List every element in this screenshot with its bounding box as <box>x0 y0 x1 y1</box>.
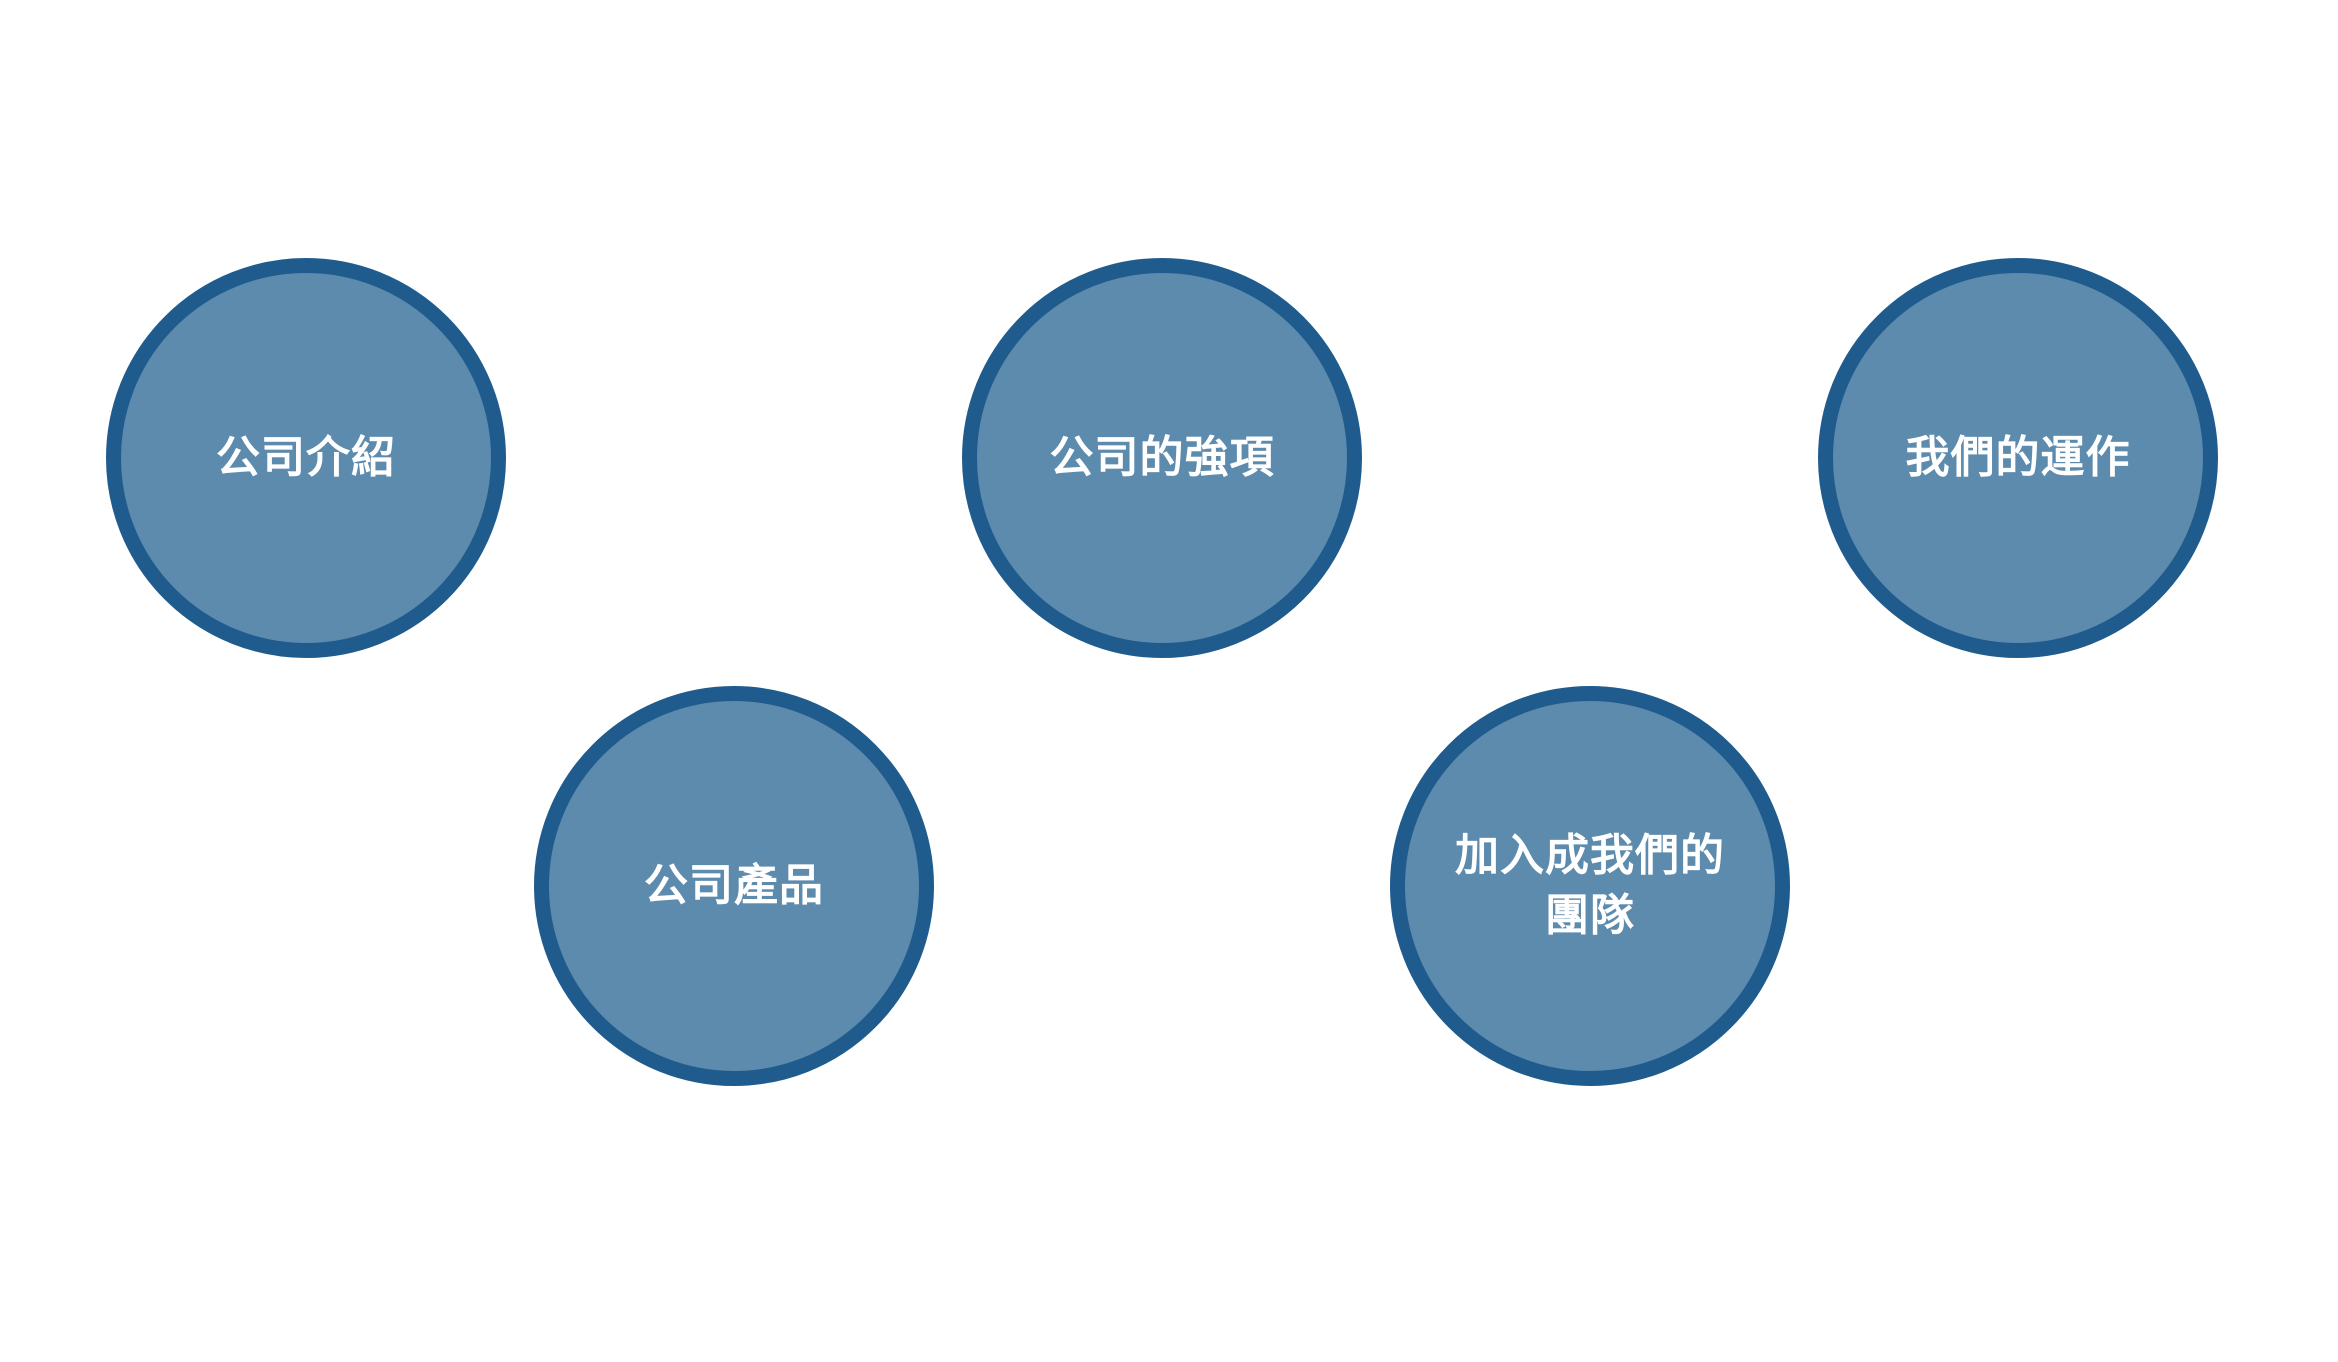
node-label: 公司的強項 <box>1049 432 1275 483</box>
node-label: 公司介紹 <box>216 432 396 483</box>
node-label: 公司產品 <box>644 860 824 911</box>
node-company-strengths[interactable]: 公司的強項 <box>962 258 1362 658</box>
node-company-products[interactable]: 公司產品 <box>534 686 934 1086</box>
node-join-our-team[interactable]: 加入成我們的團隊 <box>1390 686 1790 1086</box>
node-our-operation[interactable]: 我們的運作 <box>1818 258 2218 658</box>
node-label: 加入成我們的團隊 <box>1455 830 1725 941</box>
node-company-intro[interactable]: 公司介紹 <box>106 258 506 658</box>
node-label: 我們的運作 <box>1905 432 2131 483</box>
